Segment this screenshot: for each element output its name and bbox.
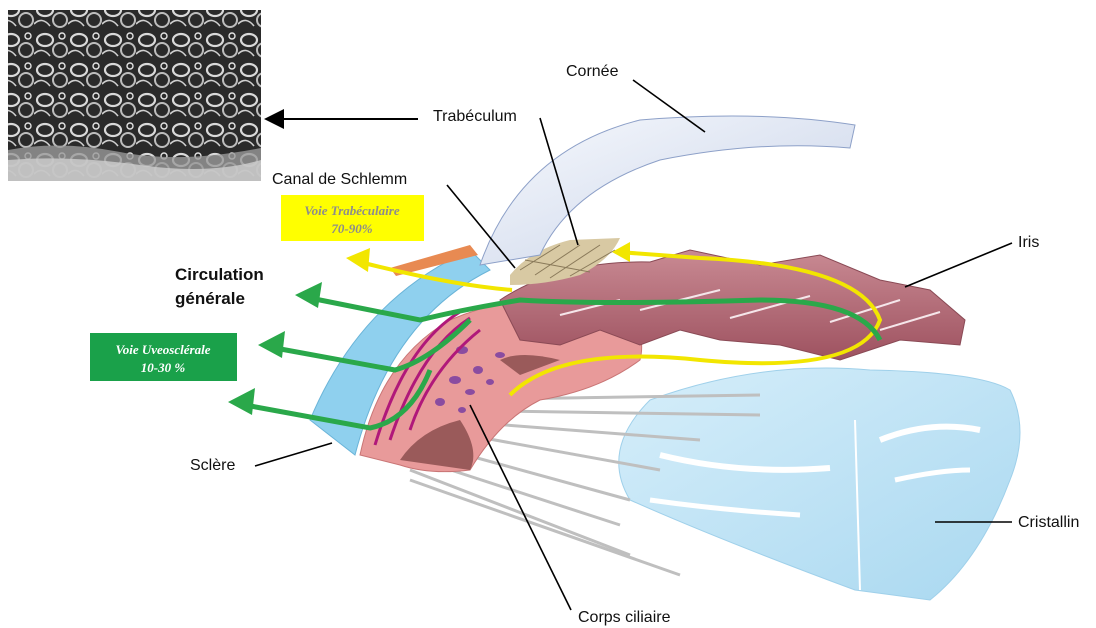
uveoscleral-pathway-percent: 10-30 % bbox=[141, 360, 186, 375]
uveoscleral-pathway-name: Voie Uveosclérale bbox=[116, 342, 211, 357]
uveoscleral-arrowhead-2 bbox=[258, 331, 285, 358]
label-lens: Cristallin bbox=[1018, 514, 1079, 531]
uveoscleral-arrowhead-1 bbox=[295, 282, 322, 308]
label-circulation-line2: générale bbox=[175, 289, 245, 308]
trabecular-pathway-box: Voie Trabéculaire 70-90% bbox=[281, 195, 424, 241]
uveoscleral-arrowhead-3 bbox=[228, 388, 255, 415]
cornea-shape bbox=[480, 116, 855, 265]
label-trabeculum: Trabéculum bbox=[433, 108, 517, 125]
label-schlemm-canal: Canal de Schlemm bbox=[272, 171, 407, 188]
lens-shape bbox=[619, 368, 1020, 600]
trabecular-arrowhead-outer bbox=[346, 248, 370, 272]
label-iris: Iris bbox=[1018, 234, 1039, 251]
label-cornea: Cornée bbox=[566, 63, 619, 80]
label-circulation-line1: Circulation bbox=[175, 265, 264, 284]
trabecular-pathway-name: Voie Trabéculaire bbox=[304, 203, 399, 218]
label-ciliary-body: Corps ciliaire bbox=[578, 609, 671, 626]
label-sclera: Sclère bbox=[190, 457, 235, 474]
trabecular-pathway-percent: 70-90% bbox=[331, 221, 372, 236]
uveoscleral-pathway-box: Voie Uveosclérale 10-30 % bbox=[90, 333, 237, 381]
sem-micrograph bbox=[8, 10, 261, 181]
